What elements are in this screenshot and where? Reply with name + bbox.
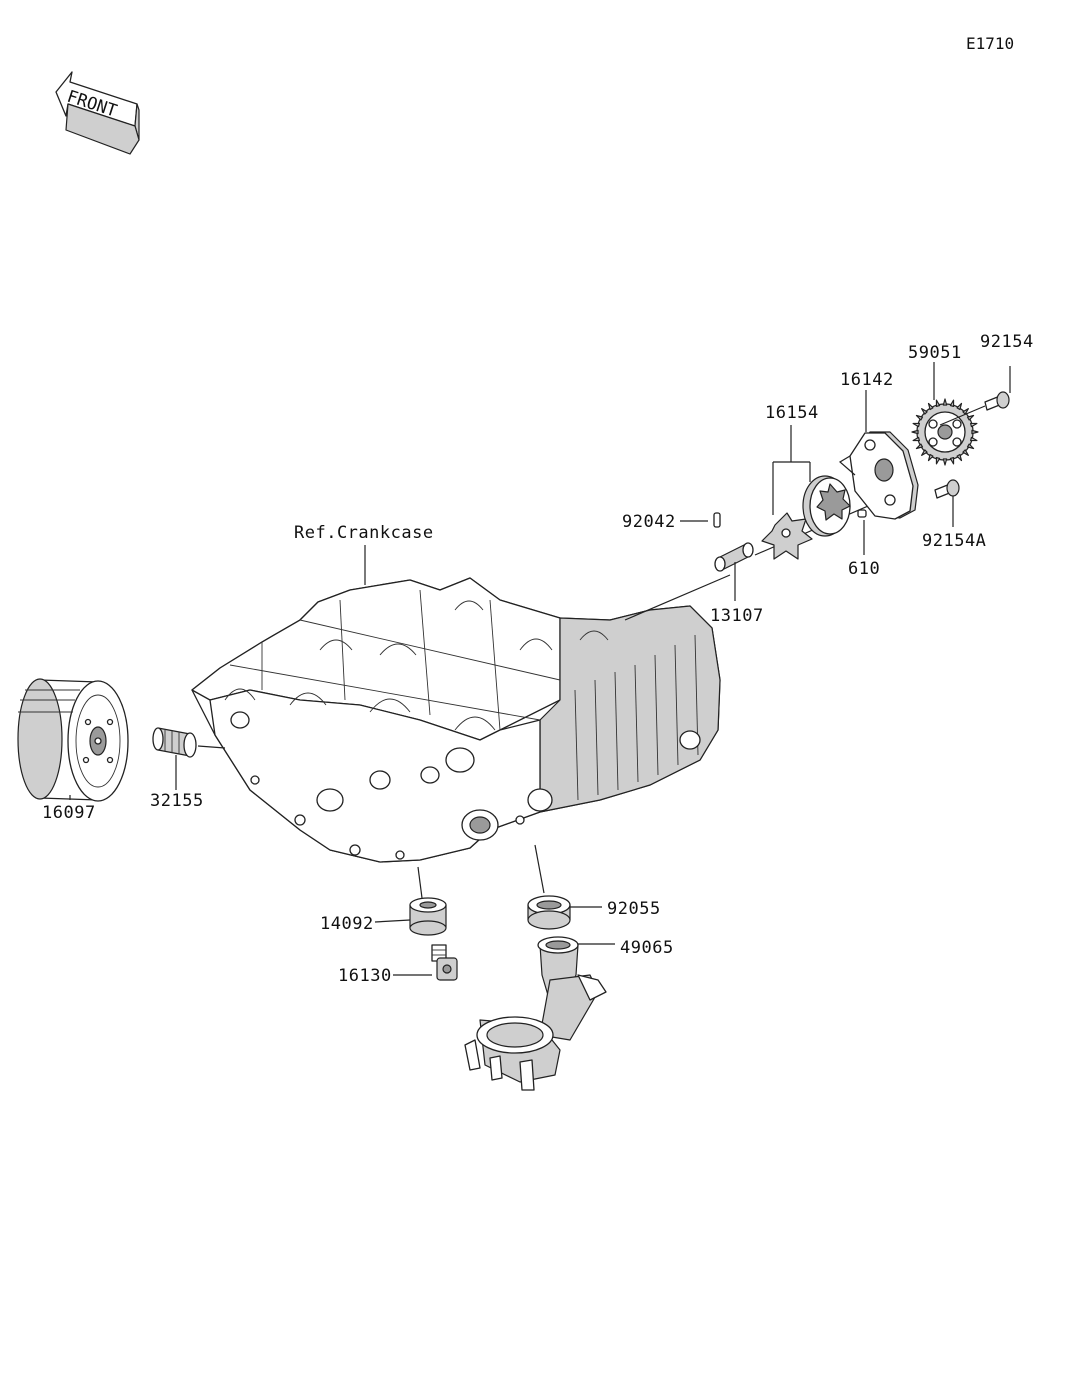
- sprocket-tooth: [921, 408, 928, 415]
- sprocket-tooth: [970, 422, 978, 428]
- label-59051: 59051: [908, 343, 962, 363]
- label-92154: 92154: [980, 332, 1034, 352]
- label-ref-crankcase: Ref.Crankcase: [294, 523, 434, 543]
- sprocket-tooth: [912, 422, 920, 428]
- sprocket-tooth: [956, 453, 963, 462]
- sprocket-tooth: [915, 414, 924, 421]
- sprocket-tooth: [935, 457, 941, 465]
- bolt-92154: [939, 391, 1010, 426]
- sprocket-tooth: [942, 458, 948, 466]
- sprocket-tooth: [970, 436, 978, 442]
- sprocket-tooth: [911, 429, 919, 435]
- bolt-92154A: [934, 479, 960, 499]
- seal-92055: [527, 895, 571, 930]
- sprocket-tooth: [927, 402, 934, 411]
- sprocket-tooth: [949, 399, 955, 407]
- label-32155: 32155: [150, 791, 204, 811]
- sprocket-tooth: [962, 449, 969, 456]
- sprocket-tooth: [915, 443, 924, 450]
- front-arrow-icon: FRONT: [55, 71, 140, 155]
- label-92042: 92042: [622, 512, 676, 532]
- sprocket-tooth: [966, 443, 975, 450]
- pump-sprocket: [911, 398, 979, 466]
- pin-92042: [713, 512, 721, 528]
- label-13107: 13107: [710, 606, 764, 626]
- label-16142: 16142: [840, 370, 894, 390]
- sprocket-tooth: [971, 429, 979, 435]
- plug-16130: [431, 944, 458, 981]
- outer-rotor: [802, 475, 851, 537]
- sprocket-tooth: [921, 449, 928, 456]
- sprocket-tooth: [956, 402, 963, 411]
- label-16154: 16154: [765, 403, 819, 423]
- label-49065: 49065: [620, 938, 674, 958]
- label-14092: 14092: [320, 914, 374, 934]
- sprocket-tooth: [912, 436, 920, 442]
- label-16130: 16130: [338, 966, 392, 986]
- label-610: 610: [848, 559, 880, 579]
- collar-14092: [409, 897, 447, 936]
- oil-filter-fitting: [152, 727, 197, 758]
- oil-strainer: [464, 936, 607, 1091]
- collar-13107: [714, 542, 754, 572]
- sprocket-tooth: [942, 398, 948, 406]
- sprocket-tooth: [935, 399, 941, 407]
- sprocket-tooth: [962, 408, 969, 415]
- sprocket-tooth: [949, 457, 955, 465]
- label-16097: 16097: [42, 803, 96, 823]
- oil-filter: [17, 678, 129, 802]
- diagram-code: E1710: [966, 34, 1014, 53]
- label-92055: 92055: [607, 899, 661, 919]
- sprocket-tooth: [927, 453, 934, 462]
- label-92154A: 92154A: [922, 531, 986, 551]
- dowel-610: [857, 509, 867, 518]
- pump-cover: [849, 431, 919, 520]
- crankcase: [191, 577, 721, 863]
- sprocket-tooth: [966, 414, 975, 421]
- inner-rotor: [761, 512, 813, 560]
